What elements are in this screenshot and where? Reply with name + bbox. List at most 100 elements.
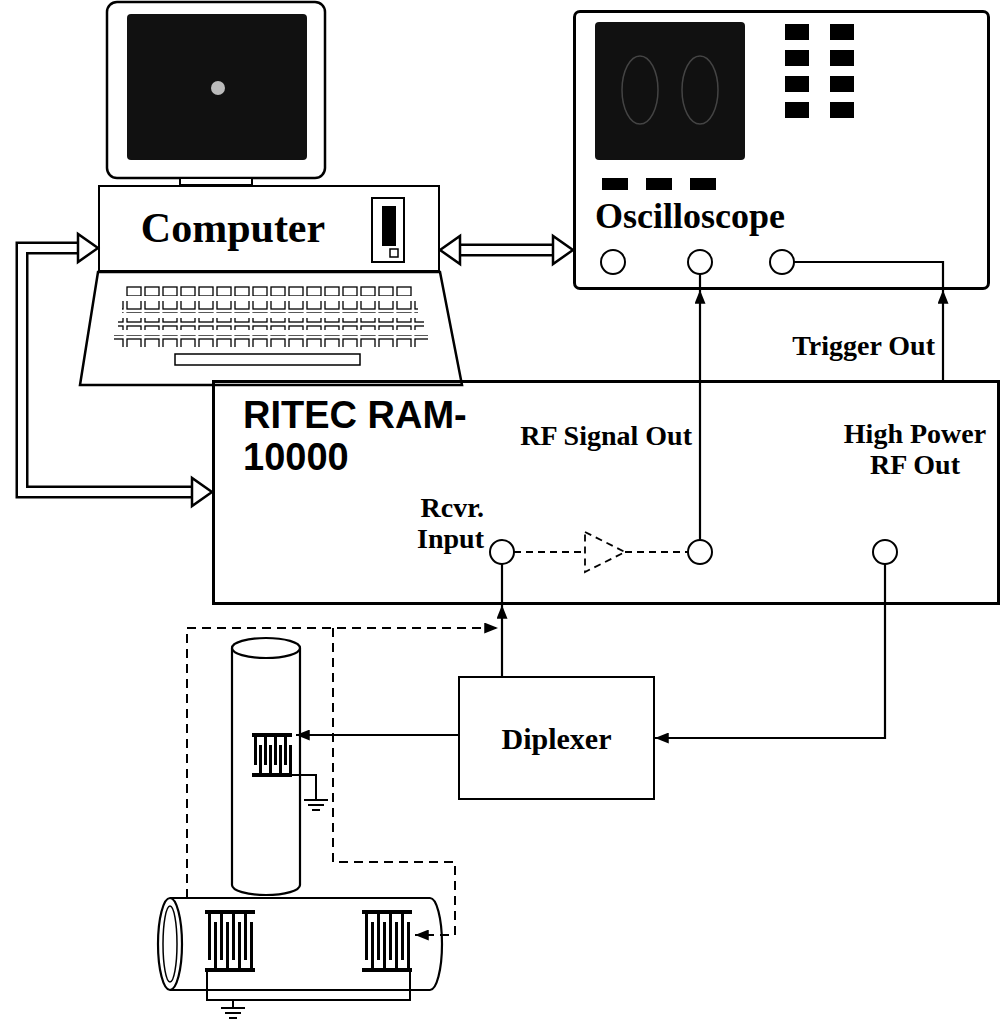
idt-bus (252, 733, 292, 737)
connector-jack (490, 540, 514, 564)
idt-finger (371, 922, 374, 968)
hollow-arrowhead (440, 236, 460, 264)
monitor (107, 2, 325, 185)
cable-line (699, 290, 701, 380)
idt-finger (214, 922, 217, 968)
horizontal-transducer (158, 898, 442, 1018)
trigger-wire (794, 262, 943, 290)
node-label: Diplexer (468, 722, 645, 755)
port-label: RF Signal Out (478, 420, 692, 451)
idt-finger (279, 745, 282, 773)
scope-button (785, 50, 809, 66)
drive-wire (296, 734, 458, 736)
scope-button (830, 50, 854, 66)
internal-path (625, 551, 688, 553)
idt-finger (264, 737, 267, 765)
drive-bay (372, 198, 404, 262)
pulser-receiver-box: RITEC RAM-10000 (212, 380, 1000, 605)
ground-symbol (304, 800, 328, 810)
receive-path (333, 628, 455, 935)
diplexer-box: Diplexer (458, 676, 655, 800)
bus-fill (460, 246, 553, 254)
idt-finger (284, 737, 287, 765)
receive-path (187, 628, 498, 898)
keyboard (80, 272, 462, 385)
idt-finger (208, 914, 211, 960)
idt-bus (362, 968, 412, 972)
bus-outline (22, 248, 192, 492)
cable-line (501, 605, 503, 676)
receiver-paths (187, 628, 498, 935)
floppy-drive (372, 198, 404, 262)
tube-body (170, 898, 442, 990)
space-bar (175, 354, 360, 365)
drive-slot (382, 206, 396, 246)
key-row (126, 284, 414, 296)
scope-switch (602, 178, 628, 190)
connector-jack (601, 250, 625, 274)
cable-line (942, 290, 944, 380)
idt-finger (244, 914, 247, 960)
monitor-case (107, 2, 325, 178)
screen-trace (682, 56, 718, 124)
amplifier-symbol (585, 532, 625, 572)
idt-finger (254, 737, 257, 765)
connector-jack (688, 250, 712, 274)
connector-jack (873, 540, 897, 564)
key-row (118, 318, 424, 330)
node-label: Computer (118, 205, 348, 251)
connector-jack (770, 250, 794, 274)
data-bus (440, 236, 573, 264)
idt-bus (252, 773, 292, 777)
trigger-cable (943, 290, 944, 380)
receiver-cable (502, 605, 503, 676)
idt-bus (205, 968, 255, 972)
drive-button (390, 249, 398, 257)
scope-switch (690, 178, 716, 190)
key-row (114, 335, 428, 347)
scope-button (830, 102, 854, 118)
key-row (122, 301, 418, 313)
node-label: Oscilloscope (585, 197, 795, 237)
idt-finger (395, 922, 398, 968)
node-label: RITEC RAM-10000 (243, 395, 483, 479)
idt-finger (407, 922, 410, 968)
bus-outline (460, 244, 553, 257)
scope-button (785, 76, 809, 92)
scope-button (830, 76, 854, 92)
screen-trace (622, 56, 658, 124)
port-label: Rcvr. Input (396, 492, 484, 555)
scope-switch (646, 178, 672, 190)
connector-jack (688, 540, 712, 564)
idt-finger (232, 914, 235, 960)
ground-wire (232, 1000, 234, 1008)
ground-symbol (221, 1008, 245, 1018)
power-cable (655, 605, 885, 738)
internal-path (514, 551, 585, 553)
screen-spot (211, 81, 225, 95)
ground-wire (207, 972, 410, 1000)
hollow-arrowhead (553, 236, 573, 264)
scope-button (785, 24, 809, 40)
idt-finger (401, 914, 404, 960)
monitor-stand (180, 178, 252, 185)
keyboard-body (80, 272, 462, 385)
oscilloscope-panel (595, 22, 943, 290)
port-label: High Power RF Out (838, 418, 992, 481)
idt-bus (362, 910, 412, 914)
idt-finger (238, 922, 241, 968)
data-bus (22, 234, 212, 506)
cylinder-top (232, 638, 300, 658)
signal-wire (699, 380, 701, 540)
ground-wire (292, 775, 316, 800)
idt-finger (226, 922, 229, 968)
bus-fill (22, 248, 192, 492)
monitor-screen (127, 14, 307, 160)
idt-finger (389, 914, 392, 960)
idt-finger (269, 745, 272, 773)
tube-bore (163, 906, 177, 982)
oscilloscope-box: Oscilloscope (573, 10, 990, 290)
idt-finger (220, 914, 223, 960)
